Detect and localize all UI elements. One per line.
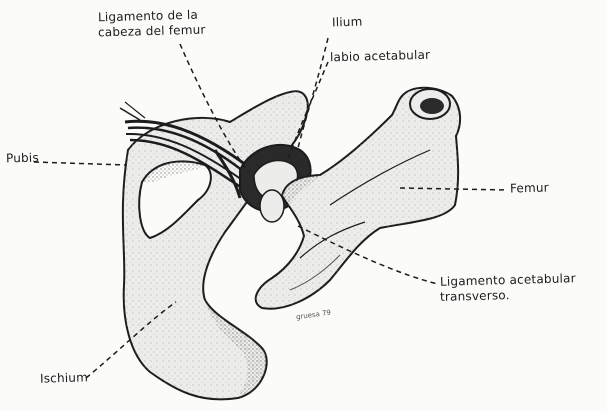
label-ligamento-transverso-2: transverso. <box>440 289 510 304</box>
hip-bone <box>123 91 308 399</box>
label-femur: Femur <box>510 181 549 195</box>
label-ilium: Ilium <box>332 16 363 30</box>
label-labio-acetabular: labio acetabular <box>330 49 431 65</box>
label-ischium: Ischium <box>40 371 88 385</box>
label-ligamento-cabeza-1: Ligamento de la <box>98 9 198 25</box>
label-pubis: Pubis <box>6 152 39 166</box>
leader-pubis <box>34 162 126 165</box>
